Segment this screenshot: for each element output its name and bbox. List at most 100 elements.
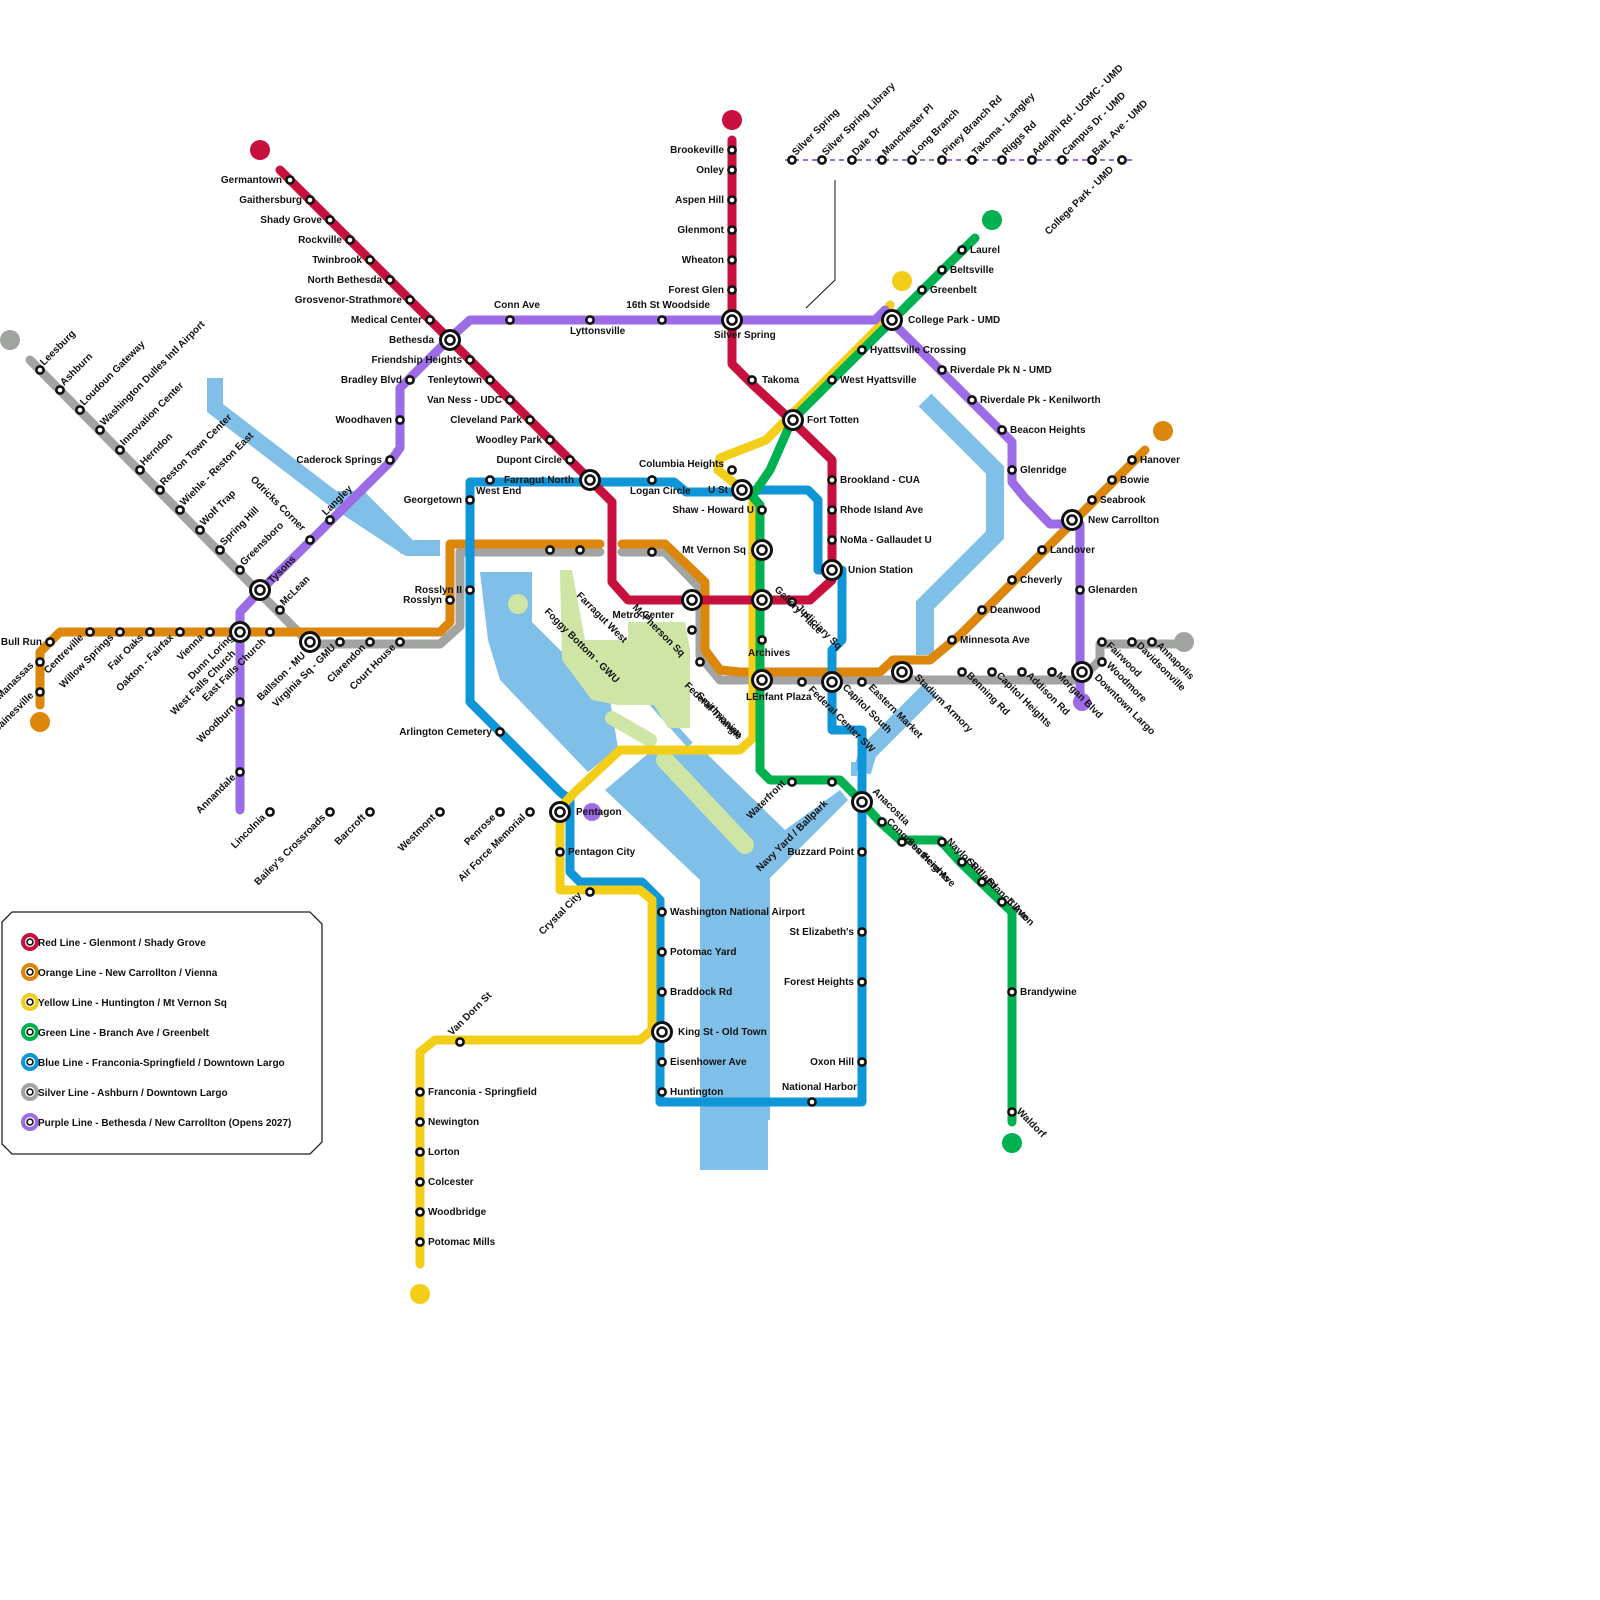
- station-marker[interactable]: [1008, 988, 1015, 995]
- transfer-station-marker[interactable]: [733, 481, 752, 500]
- station-marker[interactable]: [556, 848, 563, 855]
- station-marker[interactable]: [236, 768, 243, 775]
- station-marker[interactable]: [136, 466, 143, 473]
- transfer-station-marker[interactable]: [823, 561, 842, 580]
- station-marker[interactable]: [546, 546, 553, 553]
- transfer-station-marker[interactable]: [753, 671, 772, 690]
- station-marker[interactable]: [366, 256, 373, 263]
- station-marker[interactable]: [828, 376, 835, 383]
- station-marker[interactable]: [1076, 586, 1083, 593]
- station-marker[interactable]: [828, 536, 835, 543]
- transfer-station-marker[interactable]: [784, 411, 803, 430]
- station-marker[interactable]: [1118, 156, 1125, 163]
- station-marker[interactable]: [998, 156, 1005, 163]
- station-marker[interactable]: [586, 316, 593, 323]
- station-marker[interactable]: [658, 988, 665, 995]
- station-marker[interactable]: [116, 628, 123, 635]
- station-marker[interactable]: [828, 778, 835, 785]
- station-marker[interactable]: [1008, 576, 1015, 583]
- station-marker[interactable]: [416, 1208, 423, 1215]
- station-marker[interactable]: [266, 628, 273, 635]
- station-marker[interactable]: [506, 396, 513, 403]
- station-marker[interactable]: [366, 638, 373, 645]
- transfer-station-marker[interactable]: [893, 663, 912, 682]
- station-marker[interactable]: [216, 546, 223, 553]
- station-marker[interactable]: [808, 1098, 815, 1105]
- station-marker[interactable]: [1088, 496, 1095, 503]
- station-marker[interactable]: [1148, 638, 1155, 645]
- transfer-station-marker[interactable]: [683, 591, 702, 610]
- station-marker[interactable]: [386, 456, 393, 463]
- station-marker[interactable]: [848, 156, 855, 163]
- station-marker[interactable]: [1098, 638, 1105, 645]
- station-marker[interactable]: [978, 606, 985, 613]
- station-marker[interactable]: [948, 636, 955, 643]
- station-marker[interactable]: [938, 266, 945, 273]
- station-marker[interactable]: [696, 658, 703, 665]
- station-marker[interactable]: [728, 196, 735, 203]
- station-marker[interactable]: [176, 628, 183, 635]
- station-marker[interactable]: [788, 778, 795, 785]
- transfer-station-marker[interactable]: [301, 633, 320, 652]
- station-marker[interactable]: [416, 1118, 423, 1125]
- station-marker[interactable]: [998, 426, 1005, 433]
- station-marker[interactable]: [366, 808, 373, 815]
- station-marker[interactable]: [1088, 156, 1095, 163]
- station-marker[interactable]: [146, 628, 153, 635]
- station-marker[interactable]: [758, 636, 765, 643]
- station-marker[interactable]: [1128, 638, 1135, 645]
- transfer-station-marker[interactable]: [753, 541, 772, 560]
- station-marker[interactable]: [858, 346, 865, 353]
- station-marker[interactable]: [526, 808, 533, 815]
- station-marker[interactable]: [576, 546, 583, 553]
- station-marker[interactable]: [968, 156, 975, 163]
- station-marker[interactable]: [416, 1088, 423, 1095]
- station-marker[interactable]: [858, 1058, 865, 1065]
- station-marker[interactable]: [758, 506, 765, 513]
- transfer-station-marker[interactable]: [823, 673, 842, 692]
- station-marker[interactable]: [416, 1178, 423, 1185]
- station-marker[interactable]: [1008, 466, 1015, 473]
- station-marker[interactable]: [86, 628, 93, 635]
- station-marker[interactable]: [46, 638, 53, 645]
- station-marker[interactable]: [336, 638, 343, 645]
- station-marker[interactable]: [156, 486, 163, 493]
- station-marker[interactable]: [386, 276, 393, 283]
- station-marker[interactable]: [426, 316, 433, 323]
- station-marker[interactable]: [306, 536, 313, 543]
- station-marker[interactable]: [728, 286, 735, 293]
- station-marker[interactable]: [396, 416, 403, 423]
- station-marker[interactable]: [908, 156, 915, 163]
- station-marker[interactable]: [496, 808, 503, 815]
- station-marker[interactable]: [1028, 156, 1035, 163]
- station-marker[interactable]: [1108, 476, 1115, 483]
- station-marker[interactable]: [728, 256, 735, 263]
- station-marker[interactable]: [306, 196, 313, 203]
- station-marker[interactable]: [728, 226, 735, 233]
- station-marker[interactable]: [1018, 668, 1025, 675]
- station-marker[interactable]: [938, 156, 945, 163]
- station-marker[interactable]: [176, 506, 183, 513]
- station-marker[interactable]: [658, 316, 665, 323]
- station-marker[interactable]: [546, 436, 553, 443]
- station-marker[interactable]: [688, 626, 695, 633]
- station-marker[interactable]: [506, 316, 513, 323]
- station-marker[interactable]: [658, 1088, 665, 1095]
- transfer-station-marker[interactable]: [883, 311, 902, 330]
- station-marker[interactable]: [276, 606, 283, 613]
- station-marker[interactable]: [466, 586, 473, 593]
- station-marker[interactable]: [858, 928, 865, 935]
- station-marker[interactable]: [828, 476, 835, 483]
- station-marker[interactable]: [286, 176, 293, 183]
- station-marker[interactable]: [878, 156, 885, 163]
- station-marker[interactable]: [456, 1038, 463, 1045]
- station-marker[interactable]: [1128, 456, 1135, 463]
- station-marker[interactable]: [958, 246, 965, 253]
- station-marker[interactable]: [818, 156, 825, 163]
- station-marker[interactable]: [1098, 658, 1105, 665]
- station-marker[interactable]: [436, 808, 443, 815]
- station-marker[interactable]: [416, 1238, 423, 1245]
- transfer-station-marker[interactable]: [251, 581, 270, 600]
- station-marker[interactable]: [466, 496, 473, 503]
- station-marker[interactable]: [466, 356, 473, 363]
